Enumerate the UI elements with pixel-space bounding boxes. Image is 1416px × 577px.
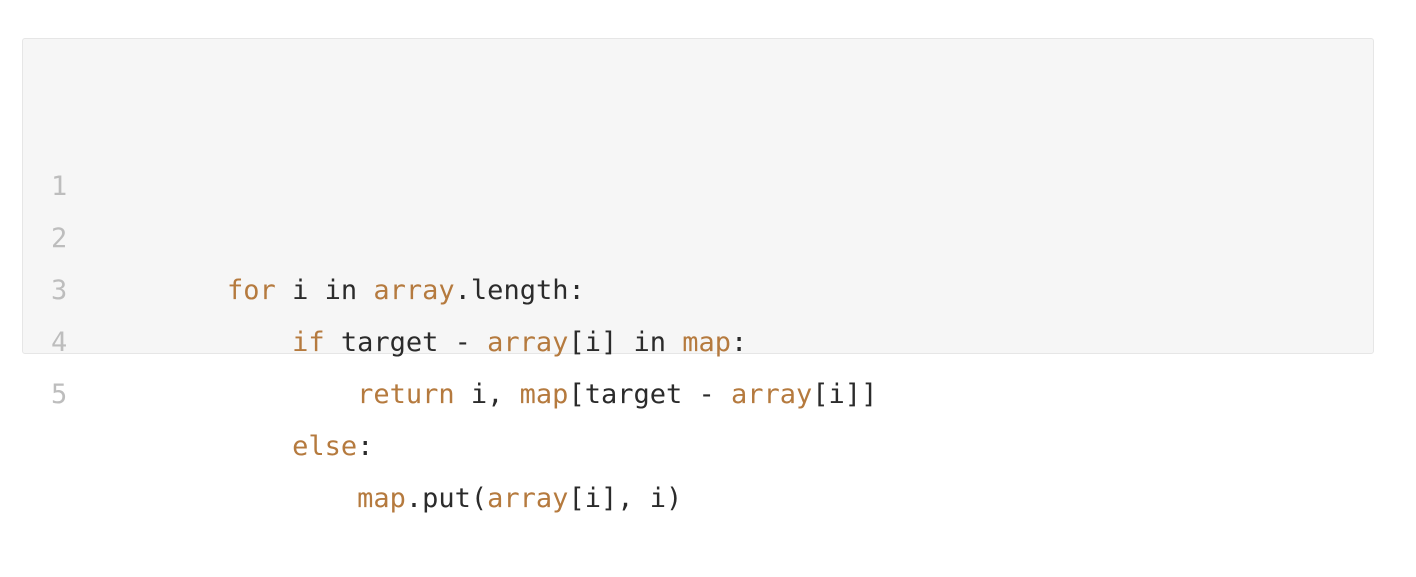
token-keyword: if <box>292 327 325 358</box>
code-line: 4 else: <box>23 265 373 462</box>
token-plain: i <box>275 275 325 306</box>
token-plain: [target - <box>568 379 732 410</box>
code-line: 1 for i in array.length: <box>23 109 585 306</box>
line-number: 2 <box>51 223 68 254</box>
token-plain: [i]] <box>812 379 878 410</box>
token-plain: : <box>731 327 748 358</box>
token-plain: in <box>324 275 358 306</box>
token-identifier: map <box>519 379 569 410</box>
line-code: for i in array.length: <box>97 213 585 369</box>
token-plain: [i] <box>568 327 634 358</box>
indent <box>227 483 357 514</box>
token-plain: .length: <box>454 275 585 306</box>
token-identifier: map <box>682 327 732 358</box>
token-identifier: array <box>731 379 813 410</box>
token-plain: .put( <box>405 483 488 514</box>
token-keyword: return <box>357 379 455 410</box>
token-plain: in <box>633 327 666 358</box>
line-code: map.put(array[i], i) <box>97 421 682 577</box>
token-plain: target - <box>324 327 488 358</box>
token-identifier: array <box>487 483 569 514</box>
token-plain: i, <box>454 379 520 410</box>
code-line: 2 if target - array[i] in map: <box>23 161 747 358</box>
line-number: 5 <box>51 379 68 410</box>
token-keyword: for <box>227 275 276 306</box>
token-identifier: array <box>487 327 569 358</box>
code-line: 5 map.put(array[i], i) <box>23 317 682 514</box>
token-identifier: map <box>357 483 406 514</box>
line-number: 1 <box>51 171 68 202</box>
line-number: 4 <box>51 327 68 358</box>
token-plain: [i], i) <box>568 483 683 514</box>
code-line: 3 return i, map[target - array[i]] <box>23 213 877 410</box>
line-code: if target - array[i] in map: <box>97 265 747 421</box>
token-identifier: array <box>373 275 455 306</box>
line-code: return i, map[target - array[i]] <box>97 317 877 473</box>
code-block: 1 for i in array.length: 2 if target - a… <box>22 38 1374 514</box>
line-number: 3 <box>51 275 68 306</box>
